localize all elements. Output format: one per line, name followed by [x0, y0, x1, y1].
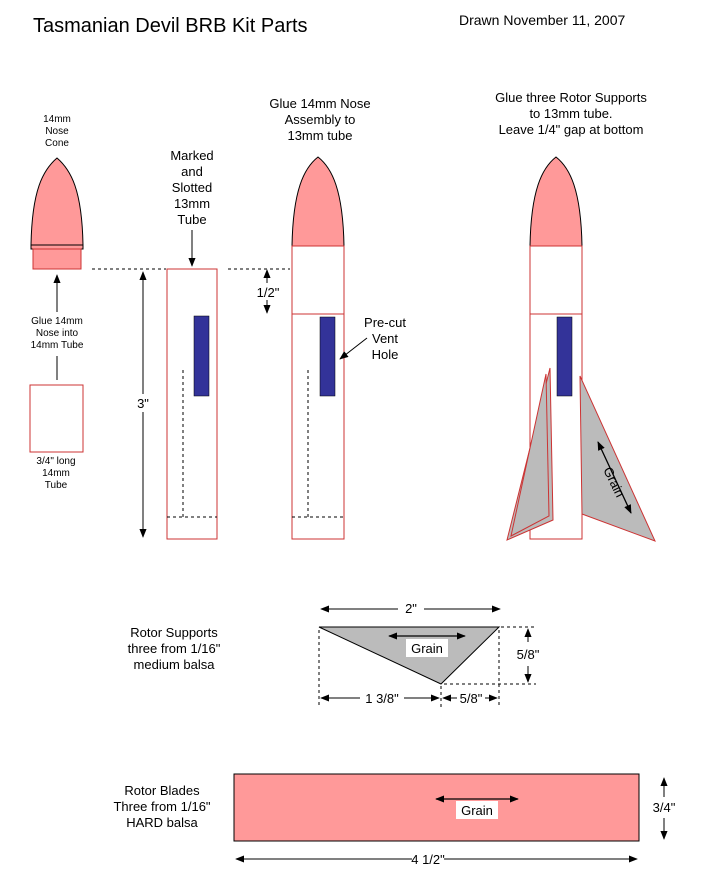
svg-text:Rotor Supports: Rotor Supports — [130, 625, 218, 640]
svg-text:Hole: Hole — [372, 347, 399, 362]
rotor-blade-template — [233, 773, 640, 842]
slotted-tube-label: Marked and Slotted 13mm Tube — [170, 148, 213, 227]
offset-dim-label: 1/2" — [257, 285, 280, 300]
svg-text:medium balsa: medium balsa — [134, 657, 216, 672]
rotor-assembly-nose-cone — [529, 156, 583, 247]
slot-mark — [193, 315, 210, 397]
length-dim-label: 3" — [137, 396, 149, 411]
support-grain-label: Grain — [411, 641, 443, 656]
rotor-supports-label: Rotor Supports three from 1/16" medium b… — [128, 625, 221, 672]
support-grain-label-bg — [406, 639, 448, 657]
assembly-vent-hole — [319, 316, 336, 397]
support-right-dim-label: 5/8" — [460, 691, 483, 706]
assembly-nose-cone — [291, 156, 345, 247]
svg-text:13mm: 13mm — [174, 196, 210, 211]
svg-text:Marked: Marked — [170, 148, 213, 163]
glue-note: Glue 14mm Nose into 14mm Tube — [31, 316, 84, 351]
rotor-assembly-grain-arrow — [597, 441, 632, 514]
support-left-dim-label: 1 3/8" — [365, 691, 399, 706]
slotted-13mm-tube — [166, 268, 218, 540]
svg-text:three from 1/16": three from 1/16" — [128, 641, 221, 656]
svg-text:Tube: Tube — [45, 480, 68, 491]
svg-text:Assembly to: Assembly to — [285, 112, 356, 127]
blade-grain-label-bg — [456, 801, 498, 819]
rotor-assembly-vent-hole — [556, 316, 573, 397]
svg-text:Glue 14mm: Glue 14mm — [31, 316, 83, 327]
svg-text:Pre-cut: Pre-cut — [364, 315, 406, 330]
nose-assembly-title: Glue 14mm Nose Assembly to 13mm tube — [269, 96, 370, 143]
support-width-label: 2" — [405, 601, 417, 616]
short-tube-label: 3/4" long 14mm Tube — [36, 456, 75, 491]
right-rotor-support — [579, 375, 656, 542]
svg-text:Nose into: Nose into — [36, 328, 79, 339]
vent-hole-label: Pre-cut Vent Hole — [364, 315, 406, 362]
svg-text:Cone: Cone — [45, 138, 69, 149]
svg-text:Leave 1/4" gap at bottom: Leave 1/4" gap at bottom — [499, 122, 644, 137]
blade-width-label: 4 1/2" — [411, 852, 445, 867]
svg-text:Glue 14mm Nose: Glue 14mm Nose — [269, 96, 370, 111]
svg-text:Slotted: Slotted — [172, 180, 212, 195]
support-left-dim-label-bg — [360, 690, 404, 706]
svg-text:3/4" long: 3/4" long — [36, 456, 75, 467]
svg-text:14mm: 14mm — [42, 468, 70, 479]
nose-cone — [30, 157, 84, 246]
svg-text:Nose: Nose — [45, 126, 69, 137]
support-width-label-bg — [398, 600, 424, 616]
length-dim-label-bg — [132, 394, 154, 412]
drawn-date: Drawn November 11, 2007 — [459, 12, 625, 28]
svg-text:14mm Tube: 14mm Tube — [31, 340, 84, 351]
blade-width-label-bg — [412, 851, 444, 867]
blade-grain-label: Grain — [461, 803, 493, 818]
svg-text:13mm tube: 13mm tube — [287, 128, 352, 143]
assembly-tube — [291, 245, 345, 540]
rotor-assembly-title: Glue three Rotor Supports to 13mm tube. … — [495, 90, 647, 137]
nose-cone-base — [32, 248, 82, 270]
rotor-blades-label: Rotor Blades Three from 1/16" HARD balsa — [113, 783, 210, 830]
support-height-label: 5/8" — [517, 647, 540, 662]
svg-text:Tube: Tube — [177, 212, 206, 227]
svg-text:Glue three Rotor Supports: Glue three Rotor Supports — [495, 90, 647, 105]
vent-hole-arrow — [339, 337, 368, 360]
svg-text:HARD balsa: HARD balsa — [126, 815, 198, 830]
svg-text:Three from 1/16": Three from 1/16" — [113, 799, 210, 814]
blade-height-label: 3/4" — [653, 800, 676, 815]
svg-text:to 13mm tube.: to 13mm tube. — [529, 106, 612, 121]
svg-text:14mm: 14mm — [43, 114, 71, 125]
support-right-dim-label-bg — [457, 690, 485, 706]
nose-cone-shoulder — [30, 244, 84, 250]
page-title: Tasmanian Devil BRB Kit Parts — [33, 15, 308, 37]
short-14mm-tube — [29, 384, 84, 453]
svg-text:and: and — [181, 164, 203, 179]
svg-text:Vent: Vent — [372, 331, 398, 346]
svg-text:Rotor Blades: Rotor Blades — [124, 783, 200, 798]
left-rotor-support — [510, 373, 550, 537]
nose-cone-label: 14mm Nose Cone — [43, 114, 71, 149]
